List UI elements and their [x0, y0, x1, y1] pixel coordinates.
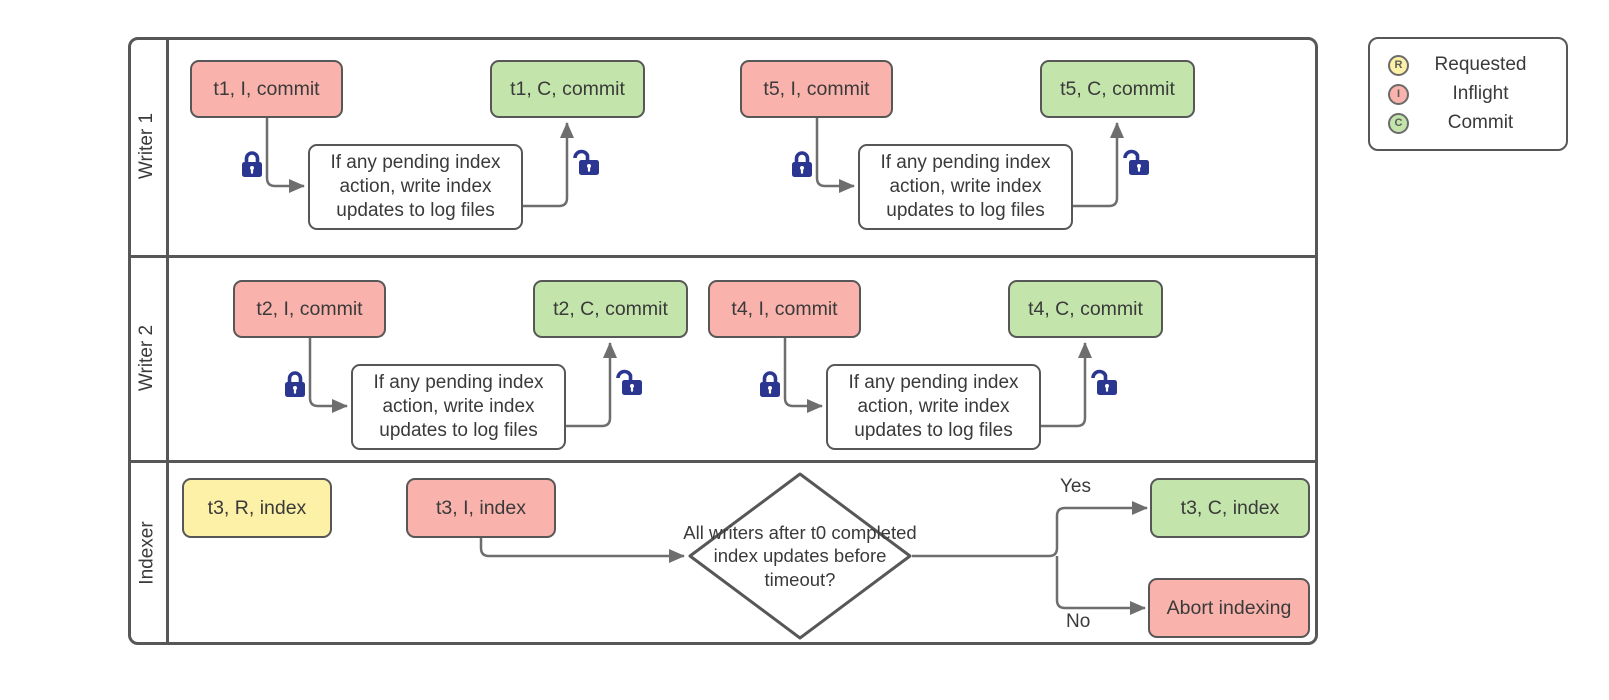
event-box-abort-indexing: Abort indexing [1148, 578, 1310, 638]
event-box-t3-requested: t3, R, index [182, 478, 332, 538]
event-box-t4-commit: t4, C, commit [1008, 280, 1163, 338]
writer2-group-t4: t4, I, commit t4, C, commit If any pendi… [708, 280, 1168, 452]
event-box-t5-commit: t5, C, commit [1040, 60, 1195, 118]
arrow-connectors [783, 338, 1092, 428]
event-box-t2-commit: t2, C, commit [533, 280, 688, 338]
note-box: If any pending index action, write index… [826, 364, 1041, 450]
event-box-t2-inflight: t2, I, commit [233, 280, 386, 338]
lane-separator-1 [128, 255, 1318, 258]
lock-open-icon [1089, 367, 1119, 397]
note-box: If any pending index action, write index… [858, 144, 1073, 230]
legend-label-requested: Requested [1434, 54, 1527, 75]
arrow-connectors [265, 118, 574, 208]
lock-closed-icon [283, 369, 307, 399]
note-box: If any pending index action, write index… [351, 364, 566, 450]
decision-text: All writers after t0 completed index upd… [683, 522, 917, 590]
requested-status-icon: R [1388, 54, 1409, 76]
inflight-status-icon: I [1388, 83, 1409, 105]
event-box-t3-inflight: t3, I, index [406, 478, 556, 538]
event-box-t1-commit: t1, C, commit [490, 60, 645, 118]
branch-label-no: No [1066, 611, 1091, 632]
writer1-group-t1: t1, I, commit t1, C, commit If any pendi… [190, 60, 650, 232]
lock-open-icon [571, 147, 601, 177]
event-box-t3-commit: t3, C, index [1150, 478, 1310, 538]
branch-label-yes: Yes [1060, 476, 1091, 497]
event-box-t1-inflight: t1, I, commit [190, 60, 343, 118]
lock-closed-icon [758, 369, 782, 399]
commit-status-icon: C [1388, 112, 1409, 134]
lane-label-writer2: Writer 2 [136, 324, 158, 391]
lock-closed-icon [790, 149, 814, 179]
lock-open-icon [614, 367, 644, 397]
lock-open-icon [1121, 147, 1151, 177]
lock-closed-icon [240, 149, 264, 179]
note-box: If any pending index action, write index… [308, 144, 523, 230]
decision-diamond: All writers after t0 completed index upd… [683, 472, 917, 640]
event-box-t4-inflight: t4, I, commit [708, 280, 861, 338]
lane-label-writer1: Writer 1 [136, 112, 158, 180]
indexer-connectors [479, 501, 1148, 615]
writer2-group-t2: t2, I, commit t2, C, commit If any pendi… [233, 280, 693, 452]
lane-label-divider [166, 37, 169, 645]
legend: R Requested I Inflight C Commit [1368, 37, 1568, 151]
event-box-t5-inflight: t5, I, commit [740, 60, 893, 118]
lane-separator-2 [128, 460, 1318, 463]
arrow-connectors [308, 338, 617, 428]
arrow-connectors [815, 118, 1124, 208]
legend-label-inflight: Inflight [1452, 83, 1509, 104]
legend-row-requested: R Requested [1388, 54, 1552, 76]
legend-label-commit: Commit [1447, 112, 1514, 133]
writer1-group-t5: t5, I, commit t5, C, commit If any pendi… [740, 60, 1200, 232]
legend-row-inflight: I Inflight [1388, 83, 1552, 105]
legend-row-commit: C Commit [1388, 112, 1552, 134]
